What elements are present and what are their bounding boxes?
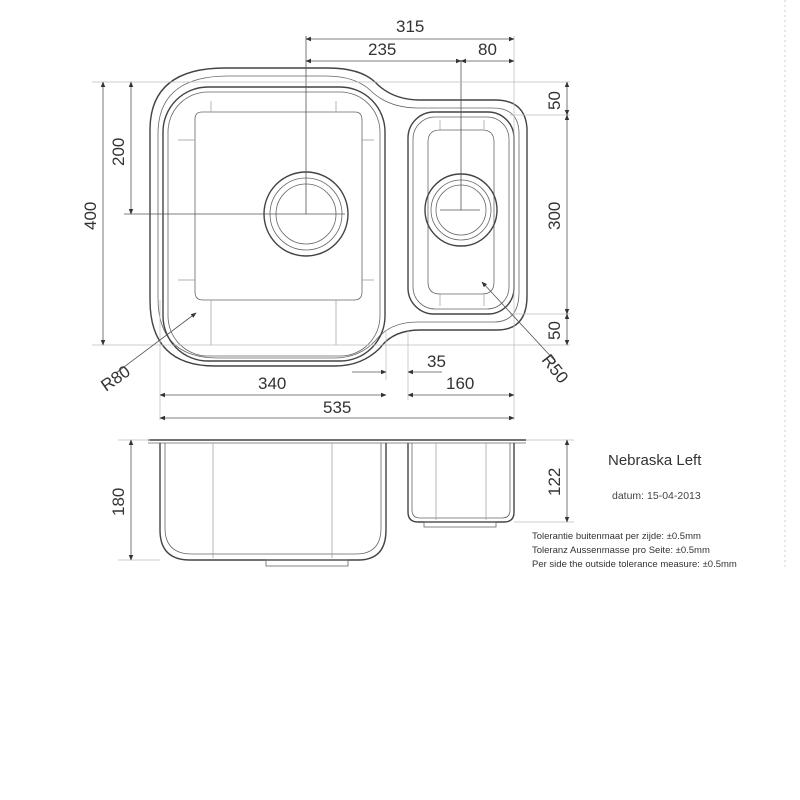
dim-right-bottom: 50: [545, 321, 564, 340]
top-view: 315 235 80 400 200 50 300 50 R80 R50 35 …: [81, 17, 572, 421]
dim-depth-small: 122: [545, 468, 564, 496]
dim-radius-large: R80: [97, 362, 133, 395]
dim-gap: 35: [427, 352, 446, 371]
dim-depth-large: 180: [109, 488, 128, 516]
model-name: Nebraska Left: [608, 452, 702, 469]
dim-left-half: 200: [109, 138, 128, 166]
dim-width-large: 340: [258, 374, 286, 393]
dim-right-top: 50: [545, 91, 564, 110]
side-large-bowl: [159, 443, 387, 561]
side-view: 180 122: [109, 439, 574, 567]
dim-width-total: 535: [323, 398, 351, 417]
dim-top-total: 315: [396, 17, 424, 36]
tolerance-line-de: Toleranz Aussenmasse pro Seite: ±0.5mm: [532, 545, 710, 556]
dim-left-total: 400: [81, 202, 100, 230]
tolerance-line-en: Per side the outside tolerance measure: …: [532, 559, 737, 570]
flange-outline: [149, 67, 528, 367]
drawing-date: datum: 15-04-2013: [612, 490, 701, 502]
dim-radius-small: R50: [538, 351, 572, 387]
dim-width-small: 160: [446, 374, 474, 393]
side-small-bowl: [407, 443, 515, 523]
dim-top-small: 80: [478, 40, 497, 59]
tolerance-line-nl: Tolerantie buitenmaat per zijde: ±0.5mm: [532, 531, 701, 542]
dim-top-main: 235: [368, 40, 396, 59]
tolerance-notes: Tolerantie buitenmaat per zijde: ±0.5mm …: [532, 530, 737, 572]
dim-right-mid: 300: [545, 202, 564, 230]
large-bowl-outline: [162, 86, 386, 362]
